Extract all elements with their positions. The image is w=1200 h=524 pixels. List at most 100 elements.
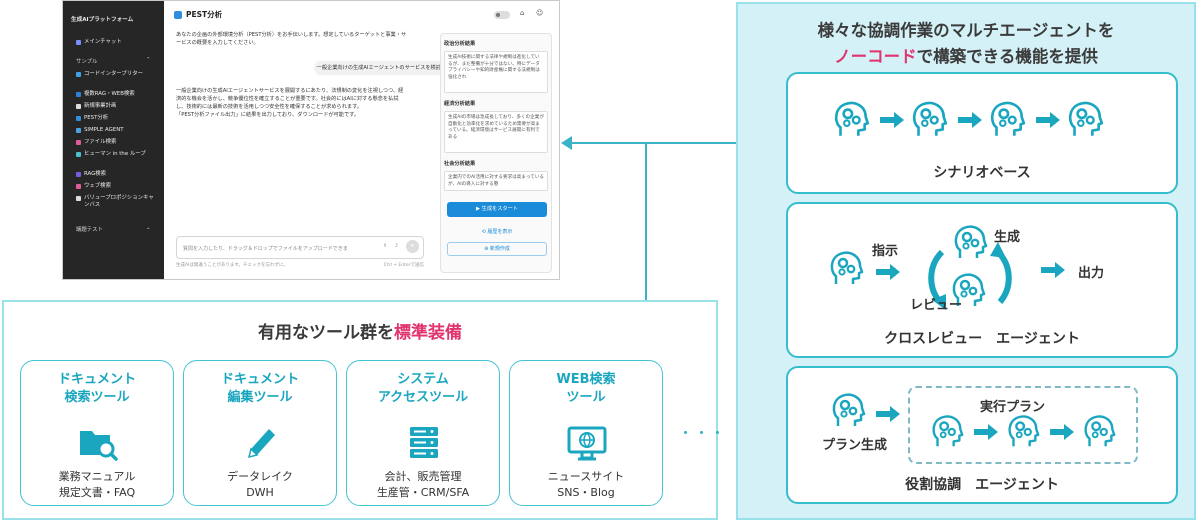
arrow-right-icon (1036, 112, 1060, 128)
arrow-right-icon (1050, 424, 1074, 440)
arrow-left-icon (561, 136, 572, 150)
sidebar-section-sample[interactable]: サンプル⌃ (76, 57, 151, 65)
sidebar-item[interactable]: SIMPLE AGENT (76, 127, 158, 134)
send-button[interactable]: ➤ (406, 240, 419, 253)
chat-input[interactable]: 質問を入力したり、ドラッグ＆ドロップでファイルをアップロードできま ⇪ ♪ ➤ (176, 236, 424, 259)
analysis-card-body: 生成AIの市場は急成長しており、多くの企業が自動化と効率化を求めているため需要が… (444, 111, 548, 153)
cycle-arrows-icon (928, 242, 1012, 310)
scenario-box: シナリオベース (786, 72, 1178, 194)
app-icon (76, 184, 81, 189)
ai-head-icon (912, 101, 948, 136)
ai-head-icon (932, 415, 964, 447)
analysis-card-title: 政治分析結果 (444, 41, 476, 47)
ai-head-icon (1084, 415, 1116, 447)
generate-label: 生成 (994, 230, 1021, 245)
chat-icon (76, 40, 81, 45)
analysis-card: 社会分析結果企業内でのAI活用に対する要求は高まっているが、AIの導入に対する懸 (444, 160, 548, 191)
sidebar-item[interactable]: 複数RAG・WEB検索 (76, 91, 158, 98)
theme-toggle[interactable] (494, 11, 510, 19)
sidebar-item-label: コードインタープリター (84, 71, 143, 77)
tool-card-desc: 会計、販売管理生産管・CRM/SFA (376, 470, 470, 499)
assistant-intro: あなたの企画の外部環境分析（PEST分析）をお手伝いします。想定しているターゲッ… (176, 32, 407, 47)
main-area: PEST分析 ⌂ ☺ あなたの企画の外部環境分析（PEST分析）をお手伝いします… (164, 1, 559, 279)
cross-review-box: 指示 生成 レビュー 出力 クロスレビュー エージェント (786, 202, 1178, 358)
instruct-label: 指示 (872, 244, 899, 259)
server-icon (404, 425, 444, 461)
sidebar-item-label: 複数RAG・WEB検索 (84, 91, 135, 97)
exec-plan-group (908, 386, 1138, 464)
monitor-globe-icon (567, 425, 607, 461)
sidebar-title: 生成AIプラットフォーム (71, 17, 134, 23)
app-icon (76, 104, 81, 109)
plan-gen-label: プラン生成 (822, 438, 888, 453)
sidebar-item[interactable]: バリュープロポジションキャンバス (76, 195, 158, 210)
sidebar-item-label: RAG検索 (84, 171, 107, 177)
sidebar-item[interactable]: PEST分析 (76, 115, 158, 122)
arrow-right-icon (876, 406, 900, 422)
sidebar-item[interactable]: ヒューマン in the ループ (76, 151, 158, 158)
sidebar-item-label: ヒューマン in the ループ (84, 151, 146, 157)
tool-card-desc: 業務マニュアル規定文書・FAQ (58, 470, 136, 499)
ai-head-icon (832, 393, 866, 426)
ai-head-icon (830, 251, 864, 284)
analysis-card-body: 生成AI技術に関する法律や規制は進化しているが、まだ整備が十分ではない。特にデー… (444, 51, 548, 93)
app-icon (76, 152, 81, 157)
app-screenshot: 生成AIプラットフォーム メインチャット サンプル⌃ コードインタープリター複数… (62, 0, 560, 280)
input-note: 生成AIは間違うことがあります。チェックを忘れずに。 Ctrl + Enterで… (176, 263, 424, 268)
sidebar-item[interactable]: 新規事業計画 (76, 103, 158, 110)
sidebar-item-main-chat[interactable]: メインチャット (76, 39, 122, 46)
user-message: 一般企業向けの生成AIエージェントのサービスを検討しています。 (314, 61, 474, 75)
app-icon (76, 172, 81, 177)
sidebar-item[interactable]: コードインタープリター (76, 71, 158, 78)
tool-card-title: システムアクセスツール (377, 372, 469, 406)
sidebar-item-label: ウェブ検索 (84, 183, 111, 189)
chevron-up-icon: ⌃ (146, 57, 151, 63)
analysis-card-title: 社会分析結果 (444, 161, 476, 167)
ai-head-icon (1068, 101, 1104, 136)
pest-result-panel: 政治分析結果生成AI技術に関する法律や規制は進化しているが、まだ整備が十分ではな… (440, 33, 552, 273)
sidebar-item[interactable]: ファイル検索 (76, 139, 158, 146)
sidebar-item-label: 新規事業計画 (84, 103, 117, 109)
sidebar-item[interactable]: ウェブ検索 (76, 183, 158, 190)
sidebar-item-label: SIMPLE AGENT (84, 127, 124, 133)
tool-card-title: ドキュメント検索ツール (57, 372, 136, 406)
app-icon (76, 72, 81, 77)
tool-card: システムアクセスツール会計、販売管理生産管・CRM/SFA (346, 360, 500, 506)
upload-icon[interactable]: ⇪ (383, 243, 388, 249)
agents-panel: 様々な協調作業のマルチエージェントを ノーコードで構築できる機能を提供 シナリオ… (736, 2, 1196, 520)
cross-review-label: クロスレビュー エージェント (884, 331, 1080, 347)
arrow-right-icon (974, 424, 998, 440)
analysis-card: 政治分析結果生成AI技術に関する法律や規制は進化しているが、まだ整備が十分ではな… (444, 40, 548, 93)
mic-icon[interactable]: ♪ (395, 243, 399, 249)
connector-line (568, 142, 738, 144)
exec-plan-label: 実行プラン (980, 400, 1046, 415)
arrow-right-icon (876, 264, 900, 280)
folder-search-icon (78, 425, 118, 461)
sidebar-section-test[interactable]: 議題テスト⌄ (76, 225, 151, 233)
user-icon[interactable]: ☺ (536, 9, 544, 17)
ai-head-icon (954, 225, 988, 258)
analysis-card-title: 経済分析結果 (444, 101, 476, 107)
bell-icon[interactable]: ⌂ (520, 9, 525, 17)
chevron-down-icon: ⌄ (146, 225, 151, 231)
connector-line (645, 143, 647, 301)
page-header: PEST分析 (174, 9, 222, 20)
ai-head-icon (952, 273, 986, 306)
role-box: プラン生成 実行プラン 役割協調 エージェント (786, 366, 1178, 504)
new-button[interactable]: ⊕ 新規作成 (447, 242, 547, 256)
start-generation-button[interactable]: ▶ 生成をスタート (447, 202, 547, 217)
app-icon (76, 92, 81, 97)
sidebar-item-label: バリュープロポジションキャンバス (84, 195, 154, 209)
sidebar-item-label: ファイル検索 (84, 139, 117, 145)
tool-card-title: ドキュメント編集ツール (220, 372, 299, 406)
app-icon (76, 196, 81, 201)
app-icon (76, 116, 81, 121)
arrow-right-icon (880, 112, 904, 128)
ai-head-icon (990, 101, 1026, 136)
sidebar-item[interactable]: RAG検索 (76, 171, 158, 178)
history-link[interactable]: ⟲ 履歴を表示 (481, 229, 513, 235)
